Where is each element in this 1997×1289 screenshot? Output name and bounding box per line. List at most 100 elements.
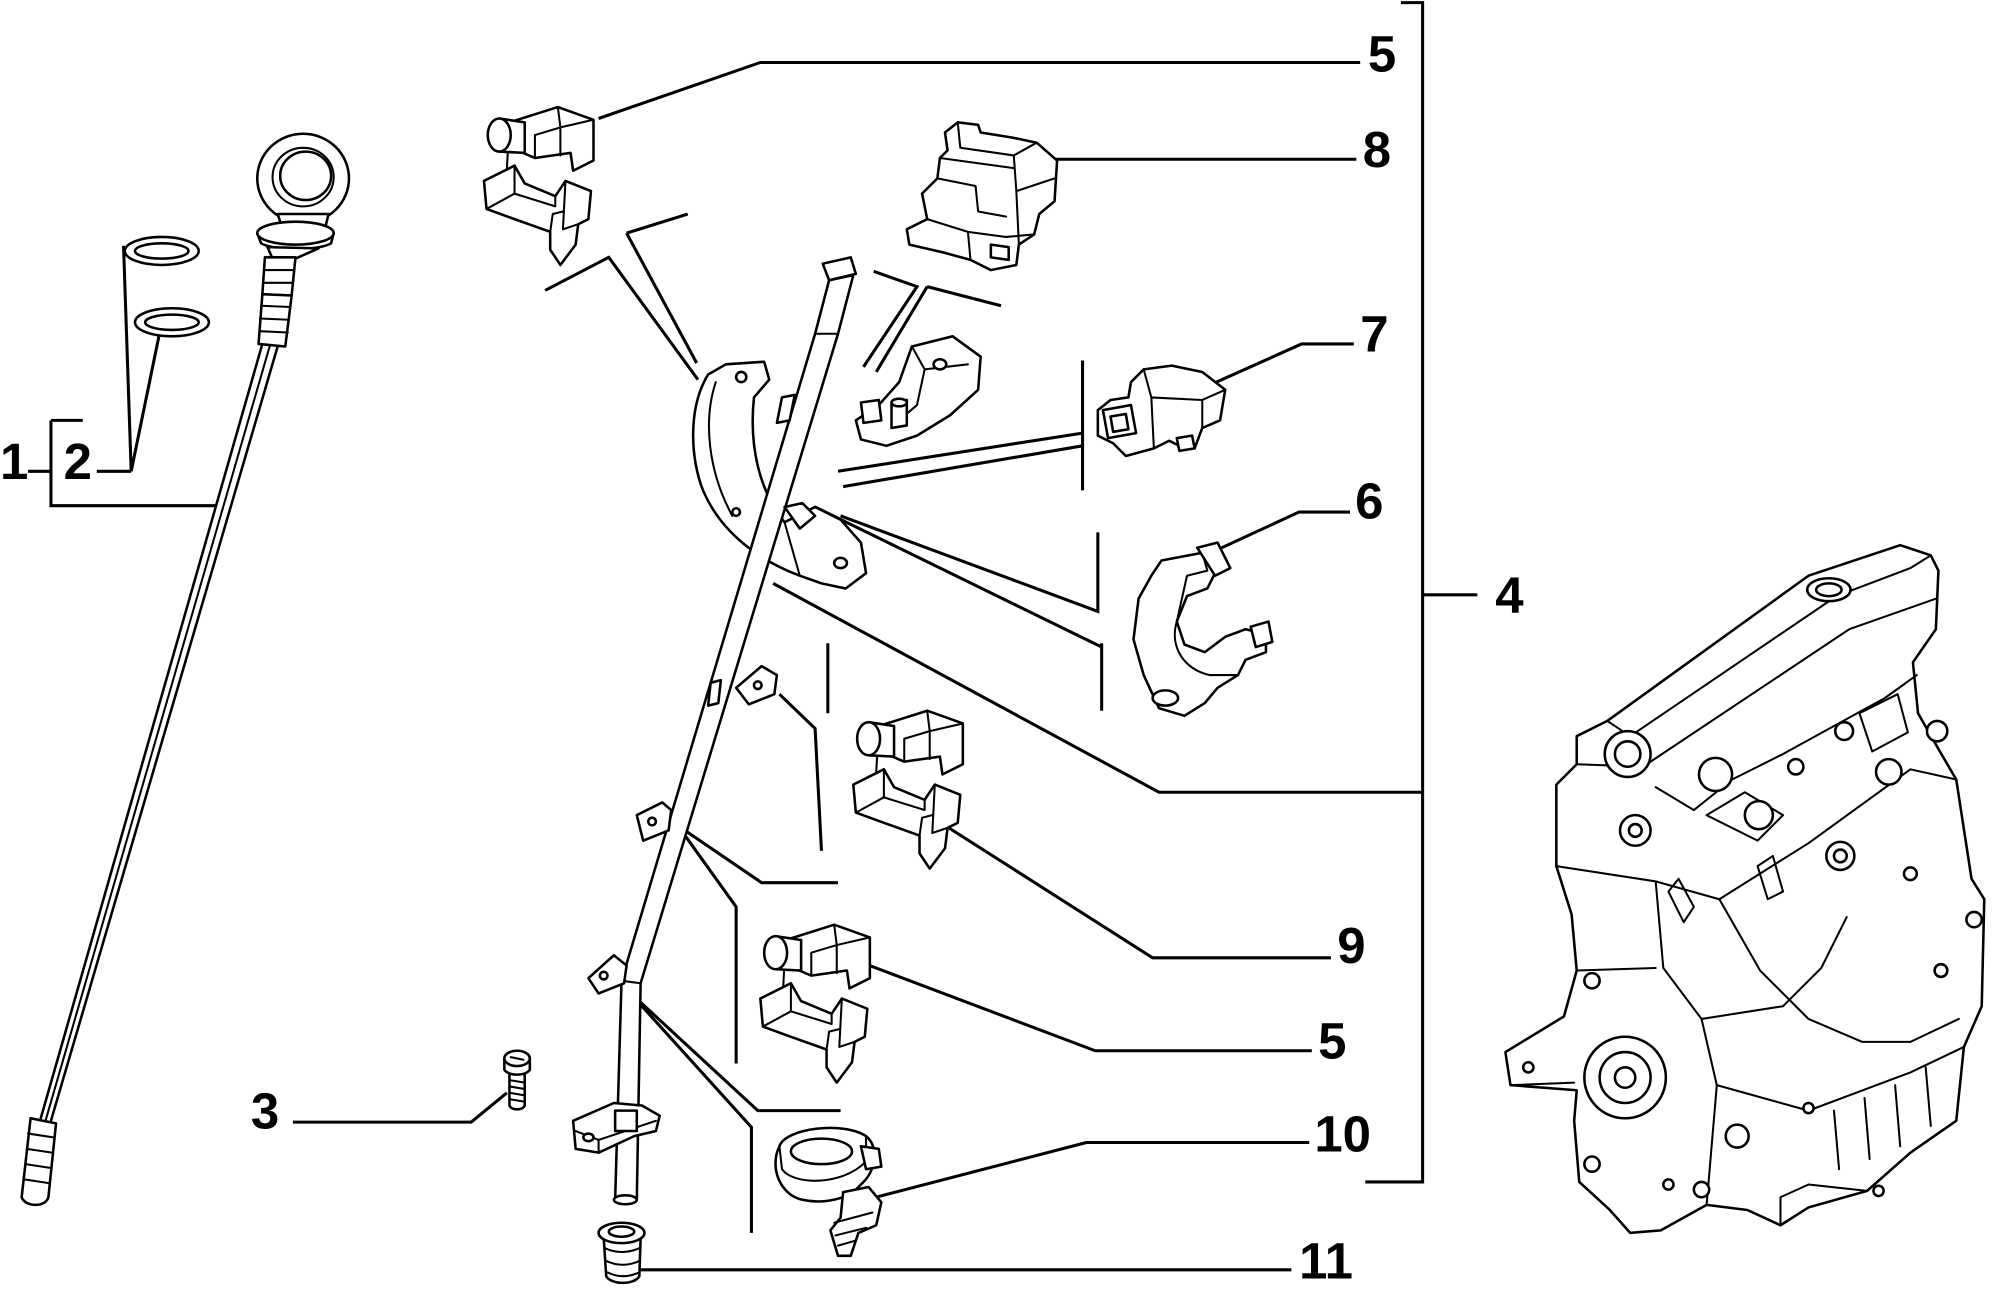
dipstick-ring-hole <box>278 150 333 202</box>
guide-tube-end <box>612 1194 639 1206</box>
reference-line-clip-8 <box>862 269 1002 373</box>
screw-shank <box>508 1072 526 1111</box>
o-ring-upper-inner <box>133 242 190 260</box>
oil-filler-cap-inner <box>1814 582 1843 598</box>
leader-7 <box>1215 342 1354 384</box>
o-ring-upper <box>123 235 200 267</box>
guide-tube-tab-middle-hole <box>752 680 763 691</box>
callout-2: 2 <box>64 433 92 490</box>
o-ring-lower-inner <box>143 313 200 332</box>
callout-10: 10 <box>1314 1105 1371 1162</box>
dipstick-tip-marks <box>23 1132 55 1185</box>
guide-tube-tab-clip <box>783 501 817 530</box>
grommet-hole <box>607 1225 636 1238</box>
clip-7 <box>1096 364 1227 458</box>
callout-7: 7 <box>1360 306 1388 363</box>
guide-tube-cap <box>821 256 858 282</box>
reference-line-lower <box>623 643 841 1233</box>
engine-bolt-7 <box>1583 1155 1601 1174</box>
clip-10-band <box>778 1135 868 1182</box>
bracket-hole-top <box>734 370 748 384</box>
leader-2 <box>96 245 162 473</box>
clip-8-detail <box>926 121 1056 261</box>
bracket-4 <box>1365 1 1478 1184</box>
stud-bracket-hole <box>932 357 948 371</box>
screw-slot <box>509 1056 525 1061</box>
engine-bolt-2 <box>1786 757 1805 776</box>
grommet-11 <box>597 1221 646 1285</box>
leader-lines <box>28 1 1478 1272</box>
engine-bolt-11 <box>1802 1101 1815 1115</box>
engine-port-7 <box>1925 719 1949 743</box>
stud-bracket-nut <box>890 397 909 408</box>
dipstick-collar <box>261 256 297 297</box>
callout-4: 4 <box>1495 567 1524 624</box>
leader-5-top <box>598 60 1361 120</box>
bracket-1 <box>28 418 217 508</box>
screw-3 <box>503 1049 532 1111</box>
callout-5-upper: 5 <box>1368 25 1396 82</box>
engine-bolt-9 <box>1724 1123 1750 1149</box>
clip-8-slot <box>989 243 1010 262</box>
clip-8 <box>905 121 1059 272</box>
clip-6-pin-right <box>1249 620 1274 649</box>
callout-5-lower: 5 <box>1318 1012 1346 1069</box>
callout-8: 8 <box>1363 121 1391 178</box>
bracket-plate <box>691 360 868 590</box>
clip-10 <box>774 1126 883 1258</box>
dipstick-rod <box>39 342 279 1123</box>
leader-5-lower <box>865 962 1312 1053</box>
o-ring-lower <box>133 306 211 338</box>
mounting-bracket <box>691 360 868 590</box>
engine-port-4 <box>1743 799 1775 831</box>
callout-3: 3 <box>251 1082 279 1139</box>
engine-port-6 <box>1874 757 1903 786</box>
guide-tube-tab-bottom-hole <box>598 970 609 981</box>
screw-threads <box>508 1079 526 1103</box>
engine-port-2-inner <box>1627 822 1643 839</box>
clip-6-pin-top <box>1195 541 1232 577</box>
clip-10-ring-hole <box>789 1137 854 1166</box>
engine-block <box>1504 543 1986 1235</box>
clip-7-detail <box>1142 368 1227 450</box>
reference-lines <box>544 212 1104 1233</box>
reference-line-clip-6 <box>814 505 1104 711</box>
dipstick-ring-inner-edge <box>271 146 335 208</box>
guide-tube <box>571 256 858 1206</box>
clip-7-pin <box>1175 434 1196 453</box>
clip-10-push-pin <box>829 1185 883 1258</box>
leader-3 <box>292 1091 508 1124</box>
leader-6 <box>1215 510 1351 552</box>
clip-5-upper <box>482 105 595 267</box>
dipstick-grip-rings <box>258 304 292 334</box>
leader-9 <box>948 826 1331 960</box>
dipstick-collar-rings <box>262 269 296 284</box>
stud-bracket-tab <box>859 398 883 425</box>
clip-10-tab <box>859 1145 883 1171</box>
water-pump-pulley-center <box>1613 1066 1637 1089</box>
dipstick <box>20 132 351 1207</box>
callout-1: 1 <box>0 433 28 490</box>
engine-bolt-5 <box>1933 962 1949 979</box>
engine-port-3 <box>1697 756 1734 793</box>
guide-tube-tab-stub <box>706 678 723 707</box>
leader-4-assembly <box>772 582 1423 794</box>
clip-9 <box>852 709 965 870</box>
reference-line-bracket <box>544 212 700 381</box>
grommet-ribs <box>603 1247 641 1278</box>
engine-bolt-12 <box>1872 1184 1885 1198</box>
clip-7-ring-hole <box>1109 412 1130 434</box>
engine-bolt-6 <box>1583 971 1601 990</box>
grommet-body <box>602 1236 642 1285</box>
clip-6 <box>1132 541 1274 718</box>
callout-9: 9 <box>1337 917 1365 974</box>
engine-bolt-1 <box>1833 720 1855 742</box>
guide-tube-tab-upper <box>775 393 796 425</box>
leader-10 <box>865 1140 1310 1202</box>
clip-6-foot <box>1151 689 1180 707</box>
engine-bolt-4 <box>1965 910 1983 929</box>
reference-line-clip-7 <box>837 360 1085 491</box>
clip-5-lower <box>759 923 872 1084</box>
bracket-hole-middle <box>731 506 742 518</box>
